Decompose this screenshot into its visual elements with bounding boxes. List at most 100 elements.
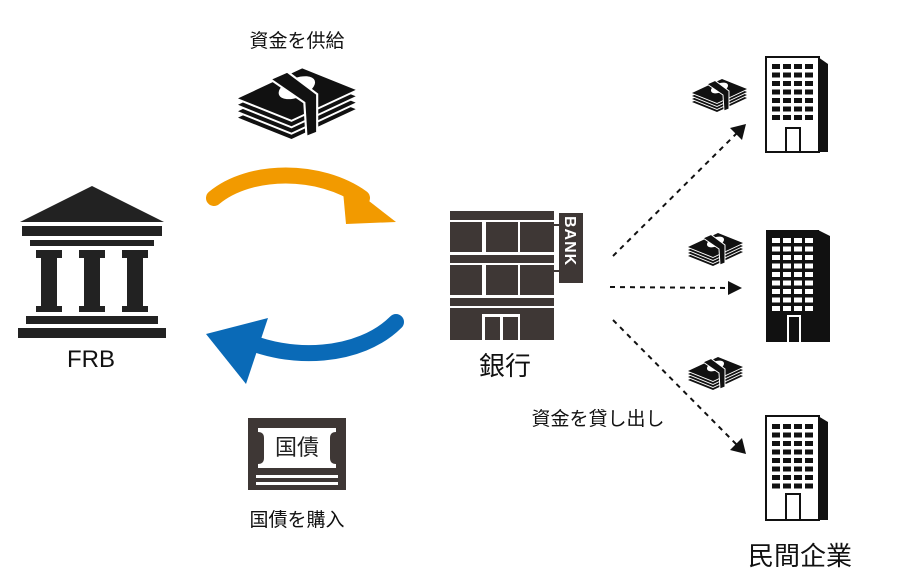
- building-window: [772, 449, 780, 455]
- supply-funds-label: 資金を供給: [249, 30, 345, 52]
- building-window: [783, 475, 791, 480]
- building-window: [794, 432, 802, 438]
- building-window: [805, 238, 813, 243]
- building-window: [783, 115, 791, 120]
- building-window: [772, 115, 780, 120]
- building-window: [794, 466, 802, 472]
- building-window: [805, 441, 813, 446]
- building-window: [794, 89, 802, 95]
- building-window: [783, 483, 791, 489]
- building-window: [805, 466, 813, 472]
- building-window: [805, 263, 813, 269]
- building-window: [772, 306, 780, 311]
- building-window: [805, 432, 813, 438]
- money-stack-icon: [687, 232, 744, 267]
- building-window: [783, 246, 791, 252]
- lending-arrow-middle: [609, 286, 733, 289]
- building-window: [805, 89, 813, 95]
- buy-bonds-label: 国債を購入: [249, 509, 345, 531]
- building-window: [794, 458, 802, 463]
- building-window: [772, 246, 780, 252]
- building-window: [783, 280, 791, 286]
- building-window: [805, 483, 813, 489]
- money-stack-icon: [236, 67, 357, 141]
- building-window: [794, 72, 802, 78]
- building-window: [794, 106, 802, 112]
- building-window: [794, 115, 802, 120]
- office-building-icon: [765, 56, 828, 153]
- bond-label: 国債: [275, 436, 319, 461]
- building-window: [772, 424, 780, 429]
- building-window: [783, 106, 791, 112]
- bank-building-icon: [450, 211, 583, 340]
- building-window: [783, 449, 791, 455]
- bank-label: 銀行: [478, 352, 532, 382]
- building-window: [805, 475, 813, 480]
- building-window: [772, 441, 780, 446]
- building-window: [772, 475, 780, 480]
- building-window: [783, 89, 791, 95]
- central-bank-icon: [18, 186, 166, 338]
- building-window: [794, 280, 802, 286]
- building-window: [772, 89, 780, 95]
- building-window: [805, 98, 813, 103]
- building-window: [783, 458, 791, 463]
- building-window: [794, 424, 802, 429]
- lending-arrows: [609, 131, 739, 447]
- building-window: [794, 64, 802, 69]
- building-window: [783, 98, 791, 103]
- building-window: [805, 306, 813, 311]
- building-window: [805, 289, 813, 294]
- building-window: [772, 72, 780, 78]
- building-window: [772, 458, 780, 463]
- supply-arrow: [206, 167, 396, 224]
- building-window: [772, 280, 780, 286]
- building-window: [783, 441, 791, 446]
- building-window: [794, 263, 802, 269]
- building-window: [772, 98, 780, 103]
- building-window: [772, 297, 780, 303]
- building-window: [805, 272, 813, 277]
- building-window: [794, 238, 802, 243]
- purchase-arrow: [206, 314, 404, 384]
- building-window: [794, 272, 802, 277]
- building-window: [794, 255, 802, 260]
- building-window: [805, 64, 813, 69]
- building-window: [805, 424, 813, 429]
- building-window: [805, 458, 813, 463]
- lend-funds-label: 資金を貸し出し: [531, 408, 665, 430]
- building-window: [794, 289, 802, 294]
- building-window: [805, 255, 813, 260]
- building-window: [783, 424, 791, 429]
- building-window: [772, 81, 780, 86]
- money-stack-icon: [691, 78, 748, 113]
- building-window: [783, 81, 791, 86]
- building-window: [794, 306, 802, 311]
- building-window: [772, 255, 780, 260]
- building-window: [805, 106, 813, 112]
- building-window: [783, 289, 791, 294]
- private-companies-label: 民間企業: [747, 542, 853, 572]
- frb-label: FRB: [67, 346, 115, 373]
- building-window: [783, 263, 791, 269]
- building-window: [783, 255, 791, 260]
- building-window: [794, 475, 802, 480]
- building-window: [772, 432, 780, 438]
- building-window: [772, 272, 780, 277]
- building-window: [794, 81, 802, 86]
- building-window: [805, 81, 813, 86]
- building-window: [805, 246, 813, 252]
- building-window: [783, 272, 791, 277]
- building-window: [772, 289, 780, 294]
- building-window: [805, 115, 813, 120]
- building-window: [805, 72, 813, 78]
- building-window: [783, 297, 791, 303]
- bank-sign-text: BANK: [561, 216, 578, 266]
- building-window: [794, 297, 802, 303]
- building-window: [794, 441, 802, 446]
- building-window: [772, 64, 780, 69]
- bond-certificate-icon: [248, 418, 346, 490]
- building-window: [794, 449, 802, 455]
- building-window: [794, 98, 802, 103]
